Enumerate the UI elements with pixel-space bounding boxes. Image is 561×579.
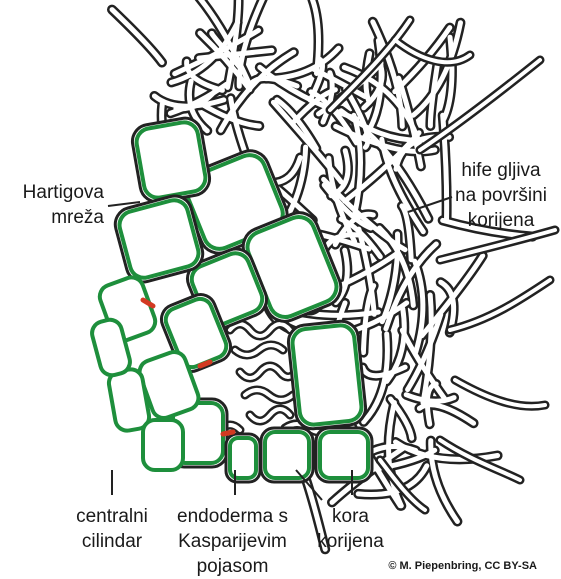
hartig-hypha-core — [230, 324, 290, 336]
label-central-cylinder: centralni cilindar — [52, 504, 172, 554]
casparian-strip-segment — [223, 432, 233, 434]
label-line: korijena — [303, 529, 398, 554]
label-line: pojasom — [165, 554, 300, 579]
copyright-credit: © M. Piepenbring, CC BY-SA — [388, 560, 537, 572]
label-line: Hartigova — [6, 180, 104, 205]
label-endodermis: endoderma s Kasparijevim pojasom — [165, 504, 300, 579]
cortex-cell-wall — [230, 438, 256, 478]
label-line: mreža — [6, 205, 104, 230]
hartig-hypha-core — [240, 366, 296, 378]
label-line: kora — [303, 504, 398, 529]
label-hartig-net: Hartigova mreža — [6, 180, 104, 230]
label-line: centralni — [52, 504, 172, 529]
label-surface-hyphae: hife gljiva na površini korijena — [446, 158, 556, 233]
cortex-cell-wall — [320, 432, 368, 478]
cortex-cell-wall — [265, 432, 309, 478]
label-line: korijena — [446, 208, 556, 233]
cortex-cell-wall — [291, 324, 363, 426]
cortex-cell-wall — [134, 120, 207, 200]
label-line: endoderma s — [165, 504, 300, 529]
cortex-cell — [316, 428, 372, 482]
label-line: Kasparijevim — [165, 529, 300, 554]
central-cylinder-cell — [143, 420, 183, 470]
cortex-cell — [130, 116, 212, 205]
central-cell-wall — [143, 420, 183, 470]
cortex-cell — [287, 320, 367, 431]
mantle-hypha-core — [112, 10, 162, 63]
cortex-cell — [226, 434, 260, 482]
label-root-cortex: kora korijena — [303, 504, 398, 554]
cortex-cell — [261, 428, 313, 482]
label-line: na površini — [446, 183, 556, 208]
label-line: cilindar — [52, 529, 172, 554]
label-line: hife gljiva — [446, 158, 556, 183]
